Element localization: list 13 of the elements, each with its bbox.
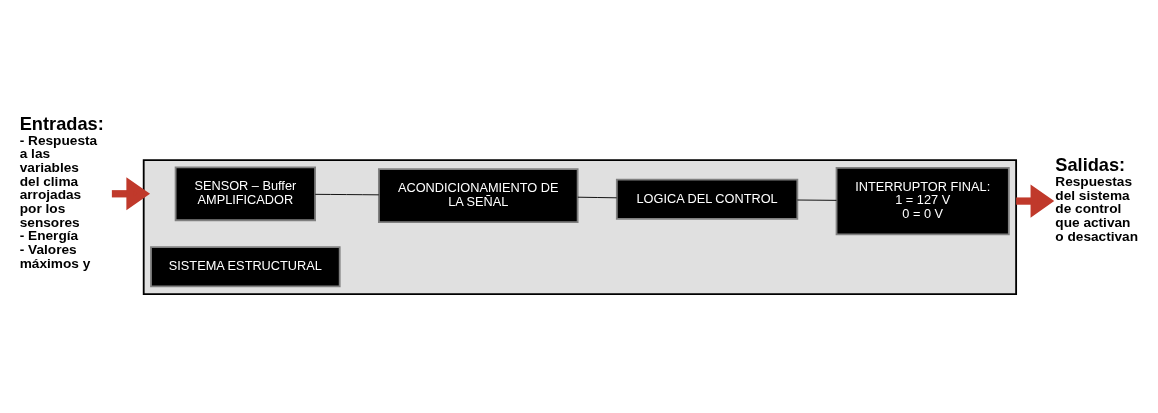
node-box: SENSOR – Buffer AMPLIFICADOR [174,165,316,221]
node-box: ACONDICIONAMIENTO DE LA SEÑAL [378,167,579,223]
connector [314,193,380,195]
node-box: SISTEMA ESTRUCTURAL [150,245,341,287]
connector [577,196,618,198]
cluster [142,158,1018,295]
node-box: LOGICA DEL CONTROL [615,178,799,220]
arrow [1016,184,1055,218]
arrow [111,176,151,210]
connector [796,199,837,201]
node-text: Entradas: - Respuesta a las variables del clima arrojadas por los sensores - Energía - Valores máximos y [19,112,104,271]
node-box: INTERRUPTOR FINAL: 1 = 127 V 0 = 0 V [835,166,1010,235]
node-text: Salidas: Respuestas del sistema de control que activan o desactivan [1055,153,1139,244]
